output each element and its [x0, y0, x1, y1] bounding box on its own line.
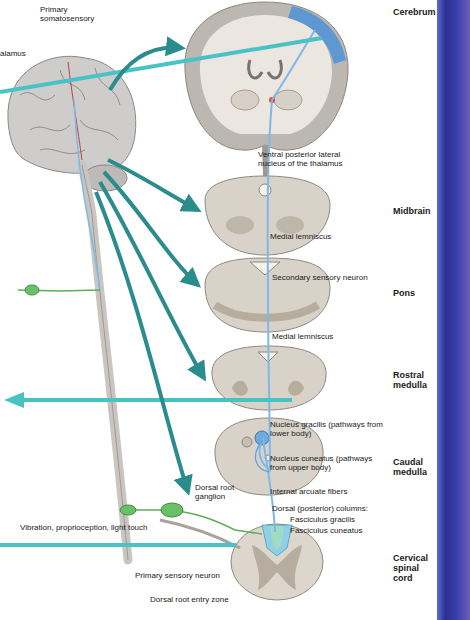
region-label: Pons: [393, 288, 437, 298]
region-label: Caudal medulla: [393, 457, 437, 477]
teal-leader: [0, 543, 236, 547]
spinal-cord-section: [231, 524, 323, 600]
part-label: Internal arcuate fibers: [270, 488, 388, 497]
region-label: Cerebrum: [393, 7, 437, 17]
region-label: Midbrain: [393, 206, 437, 216]
side-strip: [437, 0, 470, 620]
region-label: Cervical spinal cord: [393, 553, 437, 583]
section-arrows: [96, 47, 204, 492]
part-label: Fasciculus gracilis: [290, 516, 390, 525]
region-label: Rostral medulla: [393, 370, 437, 390]
part-label: Ventral posterior lateral nucleus of the…: [258, 151, 368, 169]
part-label: Nucleus gracilis (pathways from lower bo…: [270, 421, 388, 439]
arcuate-fibers: [256, 440, 270, 472]
part-label: Primary sensory neuron: [135, 572, 255, 581]
teal-arrowhead: [4, 392, 24, 408]
part-label: alamus: [0, 50, 40, 59]
part-label: Medial lemniscus: [270, 233, 380, 242]
teal-leader: [22, 398, 292, 402]
part-label: Nucleus cuneatus (pathways from upper bo…: [270, 455, 388, 473]
stimulus-label: Vibration, proprioception, light touch: [20, 524, 170, 533]
part-label: Primary somatosensory: [40, 6, 102, 24]
part-label: Dorsal root entry zone: [150, 596, 270, 605]
part-label: Dorsal root ganglion: [195, 484, 245, 502]
part-label: Dorsal (posterior) columns:: [272, 505, 402, 514]
part-label: Secondary sensory neuron: [272, 274, 392, 283]
part-label: Medial lemniscus: [272, 333, 382, 342]
part-label: Fasciculus cuneatus: [290, 527, 390, 536]
teal-leader: [0, 38, 322, 92]
lateral-brain: [8, 56, 136, 560]
